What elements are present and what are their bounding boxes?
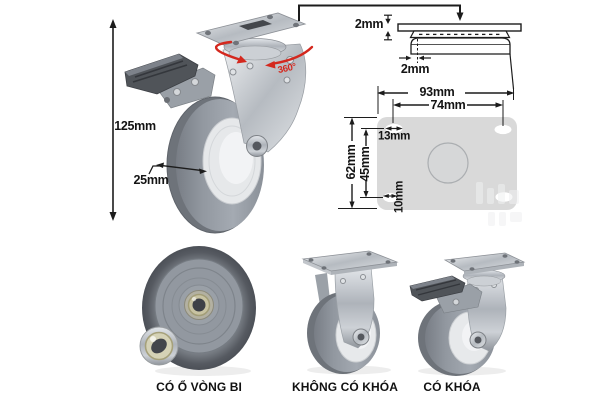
plate-top-view-drawing (377, 117, 522, 226)
brake-linkage (154, 67, 216, 109)
variant-label-bearing: CÓ Ổ VÒNG BI (156, 380, 242, 394)
brake-pedal (409, 275, 466, 302)
variant-label-brake: CÓ KHÓA (423, 380, 481, 394)
fixed-caster-photo (301, 250, 399, 375)
dim-45-line (360, 129, 383, 198)
plate-thickness-label: 2mm (354, 16, 384, 31)
dim-74-line (392, 99, 504, 126)
slot-length-label: 13mm (377, 130, 411, 143)
fork (334, 266, 375, 349)
plate-width-holes-label: 74mm (430, 97, 466, 112)
loose-bearing (139, 326, 179, 366)
plate-depth-overall-label: 62mm (343, 144, 358, 180)
variant-label-no-brake: KHÔNG CÓ KHÓA (292, 380, 398, 394)
top-plate (301, 250, 399, 275)
plate-depth-holes-label: 45mm (357, 146, 372, 182)
rotation-arrow-right-icon (265, 45, 314, 69)
height-dimension-label: 125mm (114, 118, 156, 133)
rotation-arrow-left-icon (215, 40, 247, 64)
dim-62-line (338, 117, 377, 209)
dim-13-line (361, 126, 403, 131)
top-plate (443, 252, 526, 275)
hub-bearing (184, 290, 214, 320)
tread-width-dimension-label: 25mm (133, 172, 169, 187)
swivel-fork (222, 43, 307, 157)
tread-width-dimension-line (148, 162, 207, 175)
main-caster-photo (124, 12, 307, 234)
stem-offset-label: 2mm (400, 61, 430, 76)
plate-width-overall-label: 93mm (419, 84, 455, 99)
brake-pedal (124, 53, 199, 95)
plate-side-view-drawing (384, 14, 522, 90)
leader-line-to-side-view (298, 4, 464, 21)
wheel-bearing-photo (139, 246, 256, 376)
brake-caster-photo (409, 252, 526, 376)
watermark (476, 182, 522, 226)
dim-10-line (382, 194, 398, 198)
top-plate (195, 12, 307, 46)
swivel-bearing (223, 38, 287, 61)
height-dimension-line (109, 19, 117, 221)
slot-width-label: 10mm (393, 180, 406, 214)
dim-93-line (377, 86, 515, 114)
